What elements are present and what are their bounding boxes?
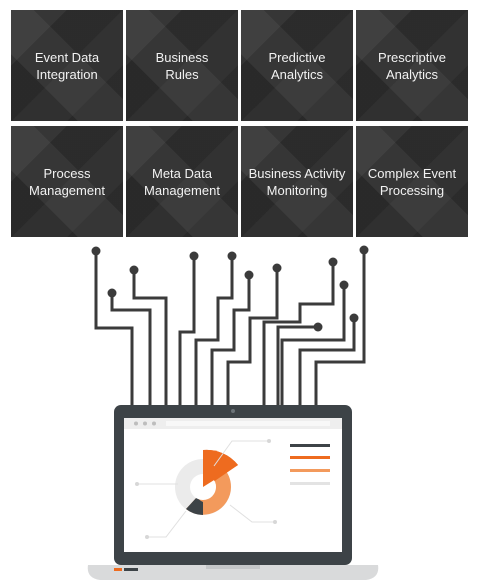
- tile-label: Prescriptive Analytics: [378, 49, 446, 82]
- donut-chart-icon: [175, 449, 238, 515]
- tile-business-activity-monitoring: Business Activity Monitoring: [241, 126, 353, 237]
- legend-lines-icon: [290, 444, 330, 485]
- chart-callout-lines: [135, 439, 277, 539]
- tile-label: Meta Data Management: [144, 165, 220, 198]
- power-led-icon: [114, 568, 122, 571]
- wire-endpoints: [91, 245, 369, 332]
- tile-meta-data-management: Meta Data Management: [126, 126, 238, 237]
- tile-label: Business Rules: [155, 49, 209, 82]
- circuit-wires: [94, 250, 366, 407]
- tile-complex-event-processing: Complex Event Processing: [356, 126, 468, 237]
- tile-prescriptive-analytics: Prescriptive Analytics: [356, 10, 468, 121]
- capability-grid: Event Data Integration Business Rules Pr…: [0, 0, 480, 240]
- laptop-icon: [87, 405, 379, 580]
- tile-predictive-analytics: Predictive Analytics: [241, 10, 353, 121]
- laptop-base: [87, 565, 379, 580]
- tile-label: Process Management: [29, 165, 105, 198]
- tile-event-data-integration: Event Data Integration: [11, 10, 123, 121]
- tile-business-rules: Business Rules: [126, 10, 238, 121]
- tile-label: Event Data Integration: [34, 49, 100, 82]
- camera-icon: [231, 409, 235, 413]
- tile-label: Complex Event Processing: [367, 165, 457, 198]
- circuit-laptop-illustration: [87, 245, 379, 580]
- tile-process-management: Process Management: [11, 126, 123, 237]
- tile-label: Business Activity Monitoring: [248, 165, 346, 198]
- tile-label: Predictive Analytics: [268, 49, 326, 82]
